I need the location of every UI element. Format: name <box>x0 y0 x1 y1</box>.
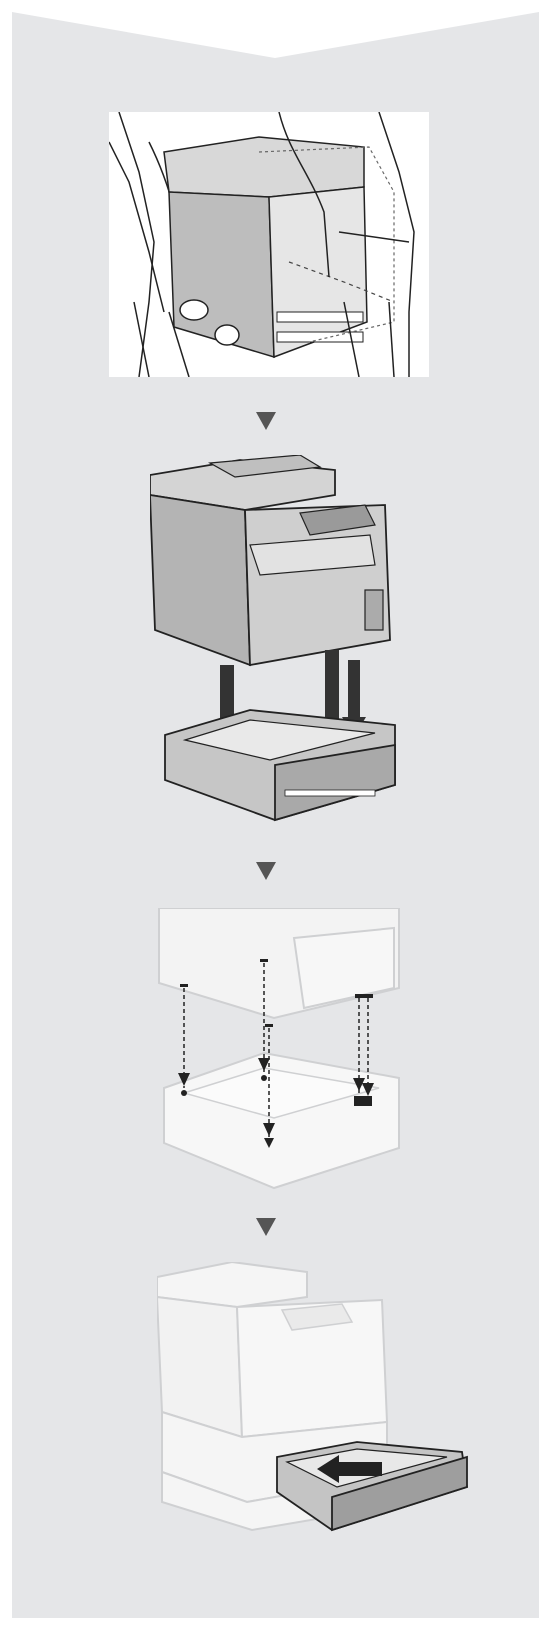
insert-drawer-image <box>155 1260 468 1532</box>
down-triangle-icon <box>256 412 276 430</box>
carrying-printer-image <box>108 111 415 378</box>
instruction-panel <box>12 0 539 1618</box>
top-notch <box>12 0 539 58</box>
printer-on-feeder-image <box>149 454 396 822</box>
step-3-illustration <box>154 907 404 1193</box>
down-triangle-icon <box>256 1218 276 1236</box>
step-2-illustration <box>149 454 405 840</box>
step-1-illustration <box>108 111 429 378</box>
down-triangle-icon <box>256 862 276 880</box>
step-4-illustration <box>155 1260 472 1532</box>
alignment-pins-image <box>158 907 400 1190</box>
